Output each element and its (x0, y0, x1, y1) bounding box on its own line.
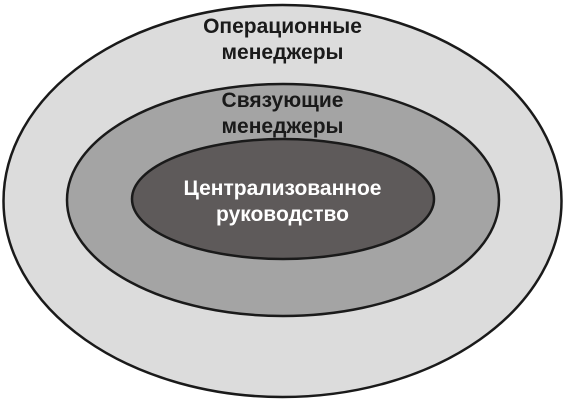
outer-label-line1: Операционные (203, 15, 362, 38)
inner-label-line2: руководство (216, 203, 349, 226)
outer-label: Операционные менеджеры (0, 14, 565, 66)
middle-label: Связующие менеджеры (0, 88, 565, 140)
inner-ellipse-central-leadership (130, 137, 436, 261)
inner-label: Централизованное руководство (0, 176, 565, 228)
outer-label-line2: менеджеры (221, 41, 344, 64)
middle-label-line1: Связующие (221, 89, 344, 112)
middle-label-line2: менеджеры (221, 115, 344, 138)
inner-label-line1: Централизованное (183, 177, 382, 200)
